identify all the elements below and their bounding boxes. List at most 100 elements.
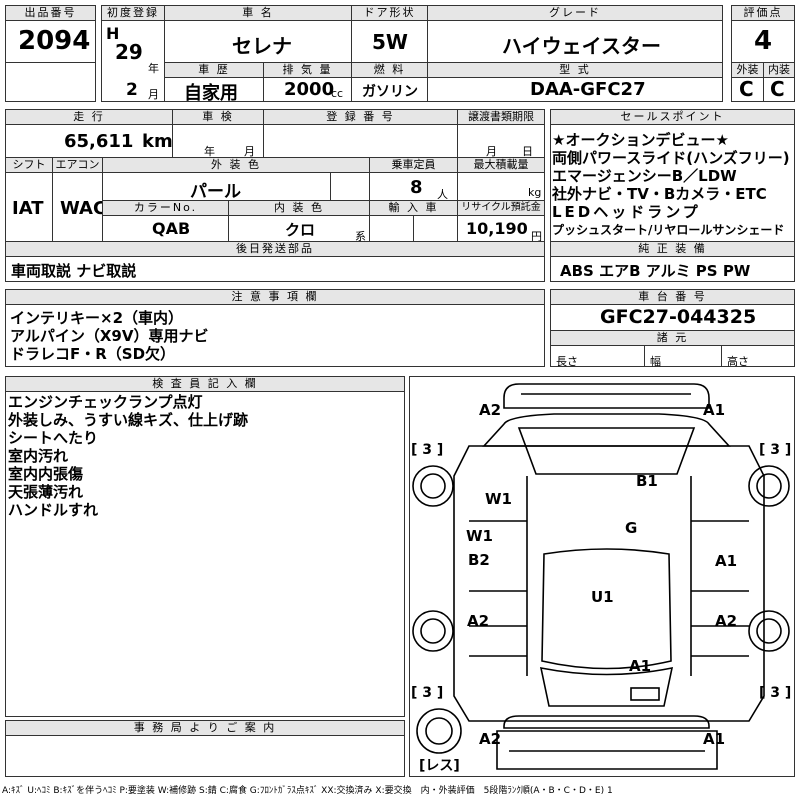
- transfer-month-unit: 月: [486, 145, 497, 158]
- note-item: アルパイン（X9V）専用ナビ: [10, 327, 209, 345]
- left-door-line: [469, 520, 527, 657]
- later-parts-label: 後日発送部品: [5, 241, 545, 257]
- aircon-label: エアコン: [52, 157, 103, 173]
- inspector-item: ハンドルすれ: [8, 501, 99, 519]
- later-parts: 車両取説 ナビ取説: [11, 262, 137, 280]
- model: DAA-GFC27: [530, 79, 646, 100]
- front-right-tire: [748, 465, 790, 507]
- inspection-label: 車 検: [172, 109, 264, 125]
- mileage-label: 走 行: [5, 109, 173, 125]
- aircon: WAC: [60, 198, 107, 219]
- ext-color: パール: [190, 182, 241, 202]
- capacity-label: 乗車定員: [369, 157, 458, 173]
- reg-no-label: 登 録 番 号: [263, 109, 458, 125]
- lot-label: 出品番号: [5, 5, 96, 21]
- tire-bracket-front-right: [ 3 ]: [759, 442, 791, 458]
- int-score: C: [770, 77, 785, 101]
- inspector-item: 天張薄汚れ: [8, 483, 84, 501]
- sales-point-item: LEDヘッドランプ: [552, 203, 701, 221]
- damage-mark-hood: B1: [636, 472, 658, 490]
- ext-color-divider: [330, 172, 370, 201]
- sales-point-item: 社外ナビ・TV・Bカメラ・ETC: [552, 185, 767, 203]
- sales-point-item: 両側パワースライド(ハンズフリー): [552, 149, 790, 167]
- ext-color-label: 外 装 色: [102, 157, 370, 173]
- transfer-day-unit: 日: [522, 145, 533, 158]
- spare-status: レス: [425, 758, 453, 774]
- chassis-number: GFC27-044325: [600, 306, 757, 328]
- office-box: [5, 735, 405, 777]
- damage-mark-right-front-door: A1: [715, 552, 737, 570]
- yen-unit: 円: [531, 230, 542, 243]
- damage-mark-right-rear-door: A2: [715, 612, 737, 630]
- damage-mark-roof: U1: [591, 588, 614, 606]
- shift-label: シフト: [5, 157, 53, 173]
- grade: ハイウェイスター: [502, 34, 661, 58]
- km-unit: km: [142, 131, 173, 152]
- notes-list: インテリキー×2（車内） アルパイン（X9V）専用ナビ ドラレコF・R（SD欠）: [10, 309, 208, 363]
- month-unit: 月: [148, 88, 159, 101]
- spare-bracket: [レス]: [419, 758, 460, 774]
- rear-bumper-outline: [503, 715, 710, 729]
- front-right-tire-inner: [756, 473, 782, 499]
- later-parts-cell: [5, 256, 545, 282]
- hood-outline: [482, 413, 731, 447]
- lot-number: 2094: [18, 26, 91, 56]
- spare-tire-inner: [425, 717, 453, 745]
- displacement-label: 排 気 量: [263, 62, 352, 78]
- person-unit: 人: [437, 188, 448, 201]
- score: 4: [754, 26, 773, 56]
- ext-score: C: [739, 77, 754, 101]
- tire-bracket-rear-left: [ 3 ]: [411, 685, 443, 701]
- color-no: QAB: [152, 219, 191, 238]
- width-label: 幅: [650, 355, 661, 368]
- recycle: 10,190: [466, 219, 528, 238]
- mileage: 65,611: [64, 131, 134, 152]
- notes-box: [5, 304, 545, 367]
- inspector-box: [5, 391, 405, 717]
- chassis-label: 車 台 番 号: [550, 289, 795, 305]
- ext-label: 外装: [731, 62, 764, 78]
- note-item: インテリキー×2（車内）: [10, 309, 184, 327]
- front-left-tire: [412, 465, 454, 507]
- sales-point-list: ★オークションデビュー★ 両側パワースライド(ハンズフリー) エマージェンシーB…: [552, 131, 794, 239]
- sales-point-label: セールスポイント: [550, 109, 795, 125]
- reg-month: 2: [126, 80, 138, 100]
- damage-mark-rear-hatch: A1: [629, 657, 651, 675]
- note-item: ドラレコF・R（SD欠）: [10, 345, 176, 363]
- std-equip-cell: [550, 256, 795, 282]
- std-equip-label: 純 正 装 備: [550, 241, 795, 257]
- inspector-list: エンジンチェックランプ点灯 外装しみ、うすい線キズ、仕上げ跡 シートへたり 室内…: [8, 393, 248, 519]
- damage-mark-left-front-door: B2: [468, 551, 490, 569]
- right-door-line: [691, 520, 749, 657]
- kg-unit: kg: [528, 186, 542, 199]
- int-color: クロ: [285, 221, 316, 239]
- damage-mark-front-right-corner: A1: [703, 401, 725, 419]
- inspector-item: エンジンチェックランプ点灯: [8, 393, 203, 411]
- capacity: 8: [410, 177, 423, 198]
- inspector-label: 検 査 員 記 入 欄: [5, 376, 405, 392]
- reg-year: 29: [115, 40, 143, 64]
- inspector-item: 室内内張傷: [8, 465, 84, 483]
- shift: IAT: [12, 198, 44, 219]
- score-label: 評価点: [731, 5, 795, 21]
- dims-label: 諸 元: [550, 330, 795, 346]
- sales-point-item: エマージェンシーB／LDW: [552, 167, 737, 185]
- rear-plate: [630, 687, 660, 701]
- history-label: 車 歴: [164, 62, 264, 78]
- transfer-label: 譲渡書類期限: [457, 109, 545, 125]
- spare-tire: [416, 708, 462, 754]
- roof-outline: [541, 548, 672, 670]
- rear-panel-outline: [496, 730, 718, 770]
- grade-label: グレード: [427, 5, 723, 21]
- color-no-label: カラーNo.: [102, 200, 229, 216]
- office-label: 事 務 局 よ り ご 案 内: [5, 720, 405, 736]
- import-divider: [413, 215, 458, 242]
- model-cell: [427, 77, 723, 102]
- door-label: ドア形状: [351, 5, 428, 21]
- reg-no-cell: [263, 124, 458, 158]
- front-bumper-outline: [503, 383, 710, 409]
- std-equip: ABS エアB アルミ PS PW: [560, 262, 751, 280]
- length-label: 長さ: [556, 355, 578, 368]
- history: 自家用: [184, 83, 238, 104]
- tire-bracket-rear-right: [ 3 ]: [759, 685, 791, 701]
